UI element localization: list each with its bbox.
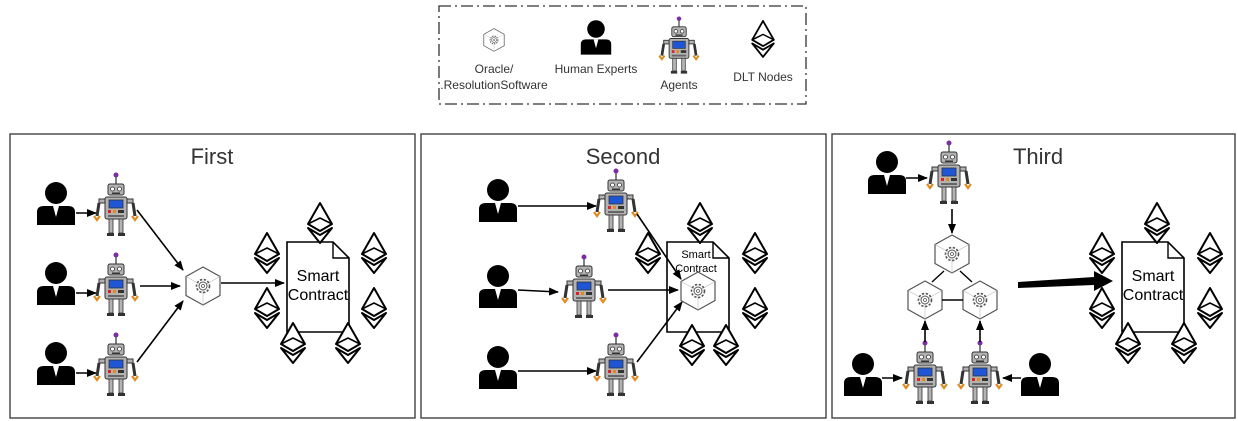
smart-contract-doc: Smart Contract <box>666 241 730 333</box>
human-expert-icon <box>479 346 517 389</box>
panel-second-frame <box>420 133 827 419</box>
panel-third-title: Third <box>1013 144 1063 169</box>
oracle-gear-icon <box>962 280 998 320</box>
ethereum-node-icon <box>742 232 768 274</box>
legend-item-human: Human Experts <box>555 20 638 76</box>
smart-contract-doc: Smart Contract <box>286 241 350 333</box>
panel-first-title: First <box>191 144 234 169</box>
big-arrow <box>1018 271 1113 291</box>
robot-agent-icon <box>592 167 640 234</box>
ethereum-node-icon <box>307 202 333 244</box>
robot-agent-icon <box>560 253 608 320</box>
ethereum-node-icon <box>687 202 713 244</box>
panel-third: Third Smart Contract <box>831 133 1236 419</box>
human-expert-icon <box>844 353 882 396</box>
oracle-gear-icon <box>185 266 221 306</box>
robot-agent-icon <box>901 339 949 406</box>
robot-agent-icon <box>657 15 701 75</box>
human-expert-icon <box>37 262 75 305</box>
robot-agent-icon <box>925 139 973 206</box>
ethereum-node-icon <box>254 287 280 329</box>
ethereum-node-icon <box>254 232 280 274</box>
panel-first: First Smart Contract <box>9 133 416 419</box>
ethereum-node-icon <box>361 287 387 329</box>
legend-label-agent: Agents <box>660 78 697 92</box>
human-expert-icon <box>1021 353 1059 396</box>
legend: Oracle/ .ResolutionSoftware Human Expert… <box>438 5 807 105</box>
connector <box>931 270 945 283</box>
ethereum-node-icon <box>1144 202 1170 244</box>
arrow <box>517 287 559 296</box>
robot-agent-icon <box>92 331 140 398</box>
oracle-gear-icon <box>907 280 943 320</box>
ethereum-node-icon <box>1197 287 1223 329</box>
human-expert-icon <box>868 151 906 194</box>
ethereum-node-icon <box>742 287 768 329</box>
legend-item-dlt: DLT Nodes <box>733 19 793 84</box>
legend-label-oracle-2: .ResolutionSoftware <box>440 78 548 92</box>
panel-second: Second Smart Contract <box>420 133 827 419</box>
smart-contract-doc: Smart Contract <box>1121 241 1185 333</box>
human-expert-icon <box>37 182 75 225</box>
legend-label-dlt: DLT Nodes <box>733 70 793 84</box>
panel-third-frame <box>831 133 1236 419</box>
arrow <box>136 300 184 363</box>
panel-first-frame <box>9 133 416 419</box>
robot-agent-icon <box>956 339 1004 406</box>
ethereum-node-icon <box>751 19 775 58</box>
legend-label-oracle-1: Oracle/ <box>475 62 514 76</box>
contract-label-2: Contract <box>288 287 349 304</box>
human-expert-icon <box>37 342 75 385</box>
oracle-gear-icon <box>483 28 505 52</box>
legend-item-agent: Agents <box>657 15 701 92</box>
connector <box>959 270 973 283</box>
human-expert-icon <box>479 265 517 308</box>
ethereum-node-icon <box>361 232 387 274</box>
contract-label-1: Smart <box>681 249 710 261</box>
arrow <box>136 209 184 271</box>
robot-agent-icon <box>92 171 140 238</box>
legend-item-oracle: Oracle/ .ResolutionSoftware <box>440 28 548 92</box>
human-expert-icon <box>479 179 517 222</box>
robot-agent-icon <box>92 251 140 318</box>
ethereum-node-icon <box>635 232 661 274</box>
legend-frame <box>438 5 807 105</box>
ethereum-node-icon <box>1089 232 1115 274</box>
legend-label-human: Human Experts <box>555 62 638 76</box>
oracle-gear-icon <box>934 234 970 274</box>
ethereum-node-icon <box>1197 232 1223 274</box>
contract-label-1: Smart <box>1132 268 1175 285</box>
panel-second-title: Second <box>586 144 661 169</box>
contract-label-2: Contract <box>675 263 717 275</box>
robot-agent-icon <box>592 331 640 398</box>
arrow <box>636 213 682 280</box>
arrow <box>636 301 683 363</box>
ethereum-node-icon <box>1089 287 1115 329</box>
contract-label-1: Smart <box>297 268 340 285</box>
contract-label-2: Contract <box>1123 287 1184 304</box>
human-expert-icon <box>580 20 612 55</box>
